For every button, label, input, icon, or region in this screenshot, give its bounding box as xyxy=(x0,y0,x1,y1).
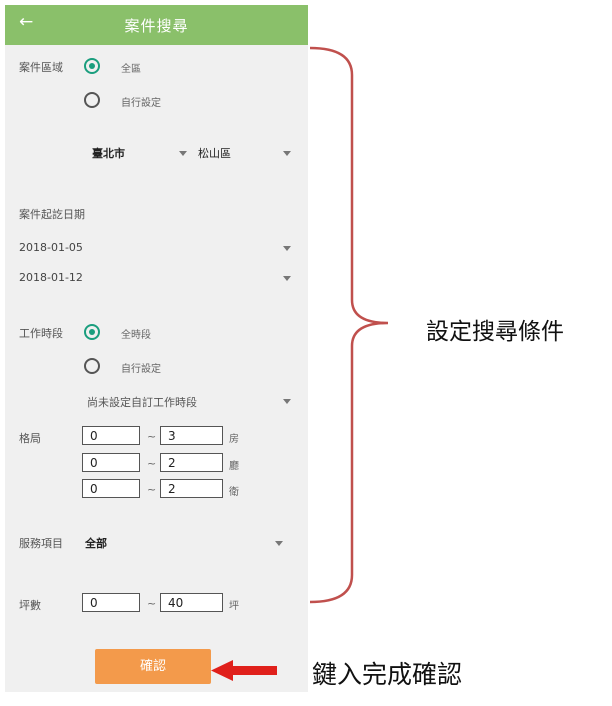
livingrooms-unit: 廳 xyxy=(229,461,239,472)
app-bar: ← 案件搜尋 xyxy=(5,5,308,45)
bathrooms-unit: 衛 xyxy=(229,487,239,498)
worktime-custom-radio[interactable] xyxy=(84,358,100,374)
custom-worktime-select[interactable]: 尚未設定自訂工作時段 xyxy=(87,396,197,409)
layout-label: 格局 xyxy=(19,432,41,445)
date-range-label: 案件起訖日期 xyxy=(19,208,85,221)
end-date-select[interactable]: 2018-01-12 xyxy=(19,271,83,284)
rooms-unit: 房 xyxy=(229,434,239,445)
area-label: 案件區域 xyxy=(19,61,63,74)
bathrooms-max-input[interactable]: 2 xyxy=(160,479,223,498)
worktime-all-radio[interactable] xyxy=(84,324,100,340)
area-custom-option[interactable]: 自行設定 xyxy=(121,98,161,109)
start-date-select[interactable]: 2018-01-05 xyxy=(19,241,83,254)
worktime-label: 工作時段 xyxy=(19,327,63,340)
worktime-all-option[interactable]: 全時段 xyxy=(121,330,151,341)
livingrooms-max-input[interactable]: 2 xyxy=(160,453,223,472)
page-title: 案件搜尋 xyxy=(124,17,189,35)
service-select[interactable]: 全部 xyxy=(85,537,107,550)
end-date-dropdown-icon[interactable] xyxy=(283,276,291,281)
size-label: 坪數 xyxy=(19,599,41,612)
worktime-custom-option[interactable]: 自行設定 xyxy=(121,364,161,375)
area-all-option[interactable]: 全區 xyxy=(121,64,141,75)
bathrooms-min-input[interactable]: 0 xyxy=(82,479,140,498)
district-select[interactable]: 松山區 xyxy=(198,147,231,160)
service-dropdown-icon[interactable] xyxy=(275,541,283,546)
curly-brace xyxy=(309,46,389,604)
confirm-annotation: 鍵入完成確認 xyxy=(312,660,463,689)
back-arrow-icon[interactable]: ← xyxy=(19,12,34,32)
city-dropdown-icon[interactable] xyxy=(179,151,187,156)
red-arrow-icon xyxy=(211,660,277,681)
custom-worktime-dropdown-icon[interactable] xyxy=(283,399,291,404)
livingrooms-min-input[interactable]: 0 xyxy=(82,453,140,472)
tilde-separator: ~ xyxy=(147,597,157,610)
tilde-separator: ~ xyxy=(147,457,157,470)
service-label: 服務項目 xyxy=(19,537,63,550)
rooms-min-input[interactable]: 0 xyxy=(82,426,140,445)
area-all-radio[interactable] xyxy=(84,58,100,74)
district-dropdown-icon[interactable] xyxy=(283,151,291,156)
tilde-separator: ~ xyxy=(147,430,157,443)
start-date-dropdown-icon[interactable] xyxy=(283,246,291,251)
confirm-button[interactable]: 確認 xyxy=(95,649,211,684)
city-select[interactable]: 臺北市 xyxy=(92,147,125,160)
settings-annotation: 設定搜尋條件 xyxy=(426,319,564,345)
tilde-separator: ~ xyxy=(147,483,157,496)
size-min-input[interactable]: 0 xyxy=(82,593,140,612)
phone-screen: ← 案件搜尋 案件區域 全區 自行設定 臺北市 松山區 案件起訖日期 2018-… xyxy=(5,5,308,692)
size-max-input[interactable]: 40 xyxy=(160,593,223,612)
area-custom-radio[interactable] xyxy=(84,92,100,108)
size-unit: 坪 xyxy=(229,601,239,612)
rooms-max-input[interactable]: 3 xyxy=(160,426,223,445)
